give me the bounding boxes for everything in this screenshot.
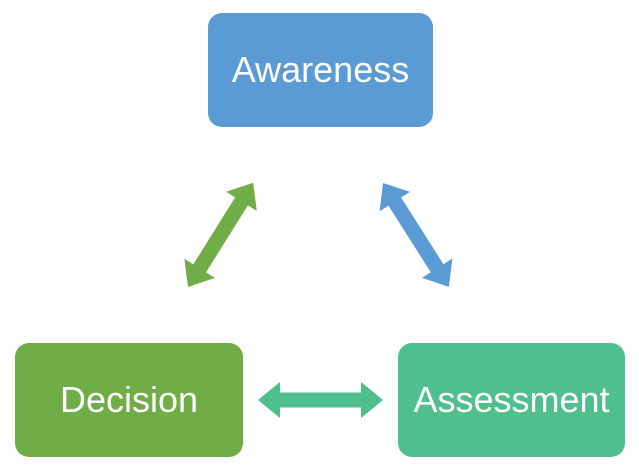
node-assessment-label: Assessment bbox=[413, 379, 610, 420]
node-decision-label: Decision bbox=[59, 379, 199, 420]
node-awareness: Awareness bbox=[208, 13, 433, 127]
node-decision: Decision bbox=[15, 343, 243, 457]
arrow-decision-assessment bbox=[258, 382, 383, 418]
arrow-decision-awareness bbox=[184, 182, 257, 287]
node-assessment: Assessment bbox=[398, 343, 625, 457]
node-awareness-label: Awareness bbox=[231, 49, 410, 90]
arrow-awareness-assessment bbox=[379, 183, 453, 287]
